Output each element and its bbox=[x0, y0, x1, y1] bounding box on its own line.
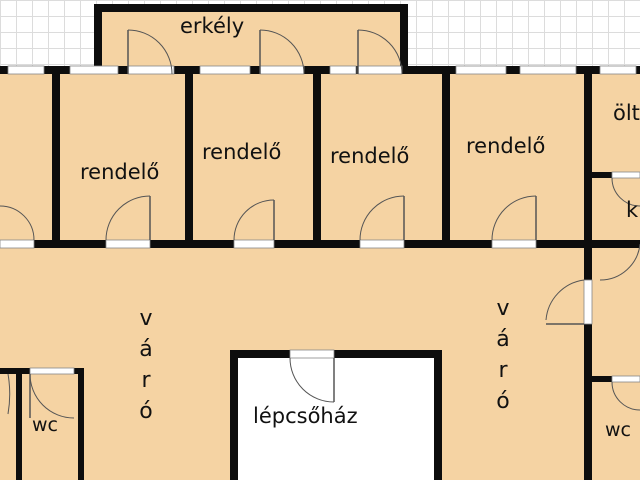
waiting-right-letter: á bbox=[496, 327, 510, 352]
waiting-left-letter: v bbox=[139, 306, 153, 331]
label-small-room: k bbox=[626, 198, 639, 222]
waiting-left-letter: ó bbox=[139, 399, 153, 424]
openings bbox=[0, 65, 640, 383]
staircase-area bbox=[234, 352, 438, 480]
waiting-right-letter: ó bbox=[496, 389, 510, 414]
label-office-1: rendelő bbox=[80, 160, 160, 184]
label-staircase: lépcsőház bbox=[253, 404, 358, 428]
label-waiting-room-right: v á r ó bbox=[495, 298, 511, 422]
waiting-right-letter: v bbox=[496, 296, 510, 321]
label-waiting-room-left: v á r ó bbox=[138, 308, 154, 432]
waiting-left-letter: á bbox=[139, 337, 153, 362]
label-office-4: rendelő bbox=[466, 134, 546, 158]
door-swings bbox=[0, 29, 640, 419]
label-office-3: rendelő bbox=[330, 144, 410, 168]
label-balcony: erkély bbox=[180, 14, 245, 38]
waiting-left-letter: r bbox=[141, 368, 151, 393]
label-wc-left: wc bbox=[32, 414, 58, 436]
label-office-2: rendelő bbox=[202, 140, 282, 164]
waiting-right-letter: r bbox=[498, 358, 508, 383]
label-dressing-room: ölt bbox=[613, 101, 640, 125]
label-wc-right: wc bbox=[605, 419, 631, 441]
balcony-area bbox=[96, 6, 408, 72]
